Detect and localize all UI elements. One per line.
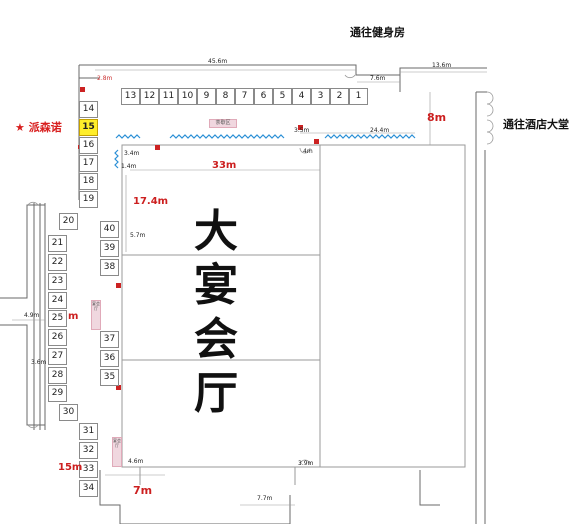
dim-4-9m: 4.9m bbox=[24, 312, 40, 319]
booth-14[interactable]: 14 bbox=[79, 101, 98, 118]
booth-3[interactable]: 3 bbox=[311, 88, 330, 105]
dim-24-4m: 24.4m bbox=[370, 127, 390, 134]
dim-7-6m: 7.6m bbox=[370, 75, 386, 82]
booth-9[interactable]: 9 bbox=[197, 88, 216, 105]
booth-23[interactable]: 23 bbox=[48, 273, 67, 290]
booth-39[interactable]: 39 bbox=[100, 240, 119, 257]
dim-3-9m: 3.9m bbox=[298, 460, 314, 467]
hall-entrance-label-a: 宴会厅 bbox=[91, 300, 101, 330]
booth-6[interactable]: 6 bbox=[254, 88, 273, 105]
booth-13[interactable]: 13 bbox=[121, 88, 140, 105]
booth-38[interactable]: 38 bbox=[100, 259, 119, 276]
dim-45-6m: 45.6m bbox=[208, 58, 228, 65]
banquet-hall-title: 大 宴 会 厅 bbox=[191, 205, 241, 421]
dim-m-center: m bbox=[68, 311, 79, 322]
booth-12[interactable]: 12 bbox=[140, 88, 159, 105]
dim-13-6m: 13.6m bbox=[432, 62, 452, 69]
booth-29[interactable]: 29 bbox=[48, 385, 67, 402]
hall-char-1: 大 bbox=[194, 206, 238, 257]
tea-break-area-label: 茶歇区 bbox=[209, 119, 237, 128]
booth-18[interactable]: 18 bbox=[79, 173, 98, 190]
booth-36[interactable]: 36 bbox=[100, 350, 119, 367]
booth-4[interactable]: 4 bbox=[292, 88, 311, 105]
dim-3-5m: 3.5m bbox=[294, 127, 310, 134]
booth-33[interactable]: 33 bbox=[79, 461, 98, 478]
booth-22[interactable]: 22 bbox=[48, 254, 67, 271]
dim-17-4m: 17.4m bbox=[133, 196, 169, 207]
booth-8[interactable]: 8 bbox=[216, 88, 235, 105]
dim-1-4m: 1.4m bbox=[121, 163, 137, 170]
booth-1[interactable]: 1 bbox=[349, 88, 368, 105]
hall-char-3: 会 bbox=[194, 314, 238, 365]
booth-17[interactable]: 17 bbox=[79, 155, 98, 172]
booth-26[interactable]: 26 bbox=[48, 329, 67, 346]
booth-31[interactable]: 31 bbox=[79, 423, 98, 440]
dim-2-8m: 2.8m bbox=[97, 75, 113, 82]
booth-21[interactable]: 21 bbox=[48, 235, 67, 252]
booth-5[interactable]: 5 bbox=[273, 88, 292, 105]
dim-15m: 15m bbox=[58, 462, 83, 473]
booth-27[interactable]: 27 bbox=[48, 348, 67, 365]
booth-25[interactable]: 25 bbox=[48, 310, 67, 327]
booth-11[interactable]: 11 bbox=[159, 88, 178, 105]
star-icon: ★ bbox=[15, 121, 25, 134]
hall-char-2: 宴 bbox=[194, 260, 238, 311]
booth-24[interactable]: 24 bbox=[48, 292, 67, 309]
booth-7[interactable]: 7 bbox=[235, 88, 254, 105]
booth-28[interactable]: 28 bbox=[48, 367, 67, 384]
gym-direction-label: 通往健身房 bbox=[350, 26, 405, 39]
dim-8m: 8m bbox=[427, 111, 447, 124]
hall-entrance-label-b: 宴会厅 bbox=[112, 437, 122, 467]
lobby-direction-label: 通往酒店大堂 bbox=[503, 118, 569, 131]
dim-33m: 33m bbox=[212, 160, 237, 171]
booth-2[interactable]: 2 bbox=[330, 88, 349, 105]
booth-40[interactable]: 40 bbox=[100, 221, 119, 238]
booth-16[interactable]: 16 bbox=[79, 137, 98, 154]
dim-4m: 4m bbox=[303, 148, 313, 155]
booth-37[interactable]: 37 bbox=[100, 331, 119, 348]
booth-10[interactable]: 10 bbox=[178, 88, 197, 105]
dim-5-7m: 5.7m bbox=[130, 232, 146, 239]
booth-34[interactable]: 34 bbox=[79, 480, 98, 497]
booth-32[interactable]: 32 bbox=[79, 442, 98, 459]
booth-30[interactable]: 30 bbox=[59, 404, 78, 421]
dim-4-6m: 4.6m bbox=[128, 458, 144, 465]
dim-7-7m: 7.7m bbox=[257, 495, 273, 502]
dim-3-4m: 3.4m bbox=[124, 150, 140, 157]
booth-35[interactable]: 35 bbox=[100, 369, 119, 386]
booth-19[interactable]: 19 bbox=[79, 191, 98, 208]
dim-3-6m: 3.6m bbox=[31, 359, 47, 366]
booth-20[interactable]: 20 bbox=[59, 213, 78, 230]
dim-7m: 7m bbox=[133, 484, 153, 497]
hall-char-4: 厅 bbox=[194, 368, 238, 419]
exhibitor-name: 派森诺 bbox=[28, 121, 62, 134]
booth-15-highlighted[interactable]: 15 bbox=[79, 119, 98, 136]
exhibitor-marker: ★ 派森诺 bbox=[15, 119, 62, 135]
